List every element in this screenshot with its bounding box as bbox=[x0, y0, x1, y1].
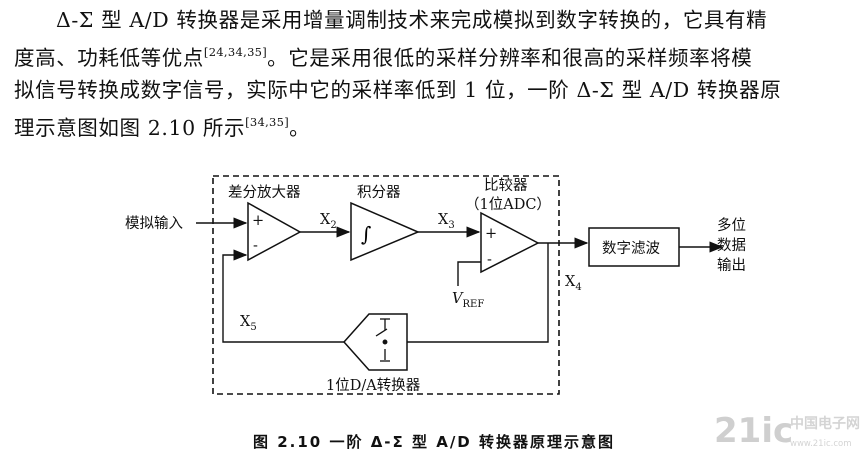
x3-label: X3 bbox=[438, 212, 455, 231]
dac-block bbox=[342, 313, 408, 371]
diff-amp-triangle bbox=[247, 201, 302, 262]
comparator-label: 比较器 bbox=[484, 176, 528, 194]
dac-label: 1位D/A转换器 bbox=[326, 377, 421, 394]
modulator-dashed-boundary bbox=[212, 175, 560, 395]
citation-ref-1: [24,34,35] bbox=[203, 45, 268, 59]
watermark-cn: 中国电子网 bbox=[790, 415, 860, 432]
paragraph-line-2-tail: 。它是采用很低的采样分辨率和很高的采样频率将模 bbox=[267, 46, 753, 70]
figure-caption: 图 2.10 一阶 Δ-Σ 型 A/D 转换器原理示意图 bbox=[253, 433, 615, 451]
diff-amp-plus: + bbox=[252, 213, 264, 229]
watermark-url: www.21ic.com bbox=[790, 439, 851, 449]
diff-amp-minus: - bbox=[253, 238, 258, 254]
watermark-brand: 21ic bbox=[714, 411, 793, 451]
comparator-minus: - bbox=[487, 252, 492, 268]
paragraph-line-4-text: 理示意图如图 2.10 所示 bbox=[14, 116, 246, 140]
comparator-plus: + bbox=[485, 226, 497, 242]
dac-switch-icon bbox=[375, 318, 390, 362]
feedback-left-wire bbox=[222, 249, 344, 343]
diff-amp-label: 差分放大器 bbox=[228, 184, 301, 201]
output-label-line-3: 输出 bbox=[717, 257, 746, 274]
paragraph-line-3: 拟信号转换成数字信号，实际中它的采样率低到 1 位，一阶 Δ-Σ 型 A/D 转… bbox=[14, 78, 782, 102]
paragraph-line-4: 理示意图如图 2.10 所示[34,35]。 bbox=[14, 106, 856, 144]
analog-input-label: 模拟输入 bbox=[125, 215, 183, 232]
integrator-label: 积分器 bbox=[357, 184, 401, 201]
integrator-triangle bbox=[350, 201, 420, 262]
comparator-triangle bbox=[480, 211, 540, 274]
paragraph-line-2-text: 度高、功耗低等优点 bbox=[14, 46, 204, 70]
comparator-sublabel: （1位ADC） bbox=[465, 196, 551, 213]
vref-wire bbox=[457, 261, 481, 286]
paragraph-line-1: Δ-Σ 型 A/D 转换器是采用增量调制技术来完成模拟到数字转换的，它具有精 bbox=[56, 8, 768, 32]
citation-ref-2: [34,35] bbox=[245, 115, 290, 129]
output-label-line-1: 多位 bbox=[717, 217, 746, 234]
x2-label: X2 bbox=[320, 212, 337, 231]
site-watermark: 21ic 中国电子网 www.21ic.com bbox=[714, 411, 860, 451]
x4-label: X4 bbox=[565, 274, 582, 293]
integral-icon: ∫ bbox=[361, 222, 371, 246]
x5-label: X5 bbox=[240, 314, 257, 333]
body-paragraph: Δ-Σ 型 A/D 转换器是采用增量调制技术来完成模拟到数字转换的，它具有精 度… bbox=[14, 4, 856, 144]
feedback-right-wire bbox=[407, 243, 549, 343]
paragraph-line-2: 度高、功耗低等优点[24,34,35]。它是采用很低的采样分辨率和很高的采样频率… bbox=[14, 36, 856, 74]
digital-filter-label: 数字滤波 bbox=[602, 240, 660, 257]
output-label-line-2: 数据 bbox=[717, 237, 746, 254]
vref-label: VREF bbox=[452, 291, 484, 310]
paragraph-line-4-tail: 。 bbox=[289, 116, 311, 140]
